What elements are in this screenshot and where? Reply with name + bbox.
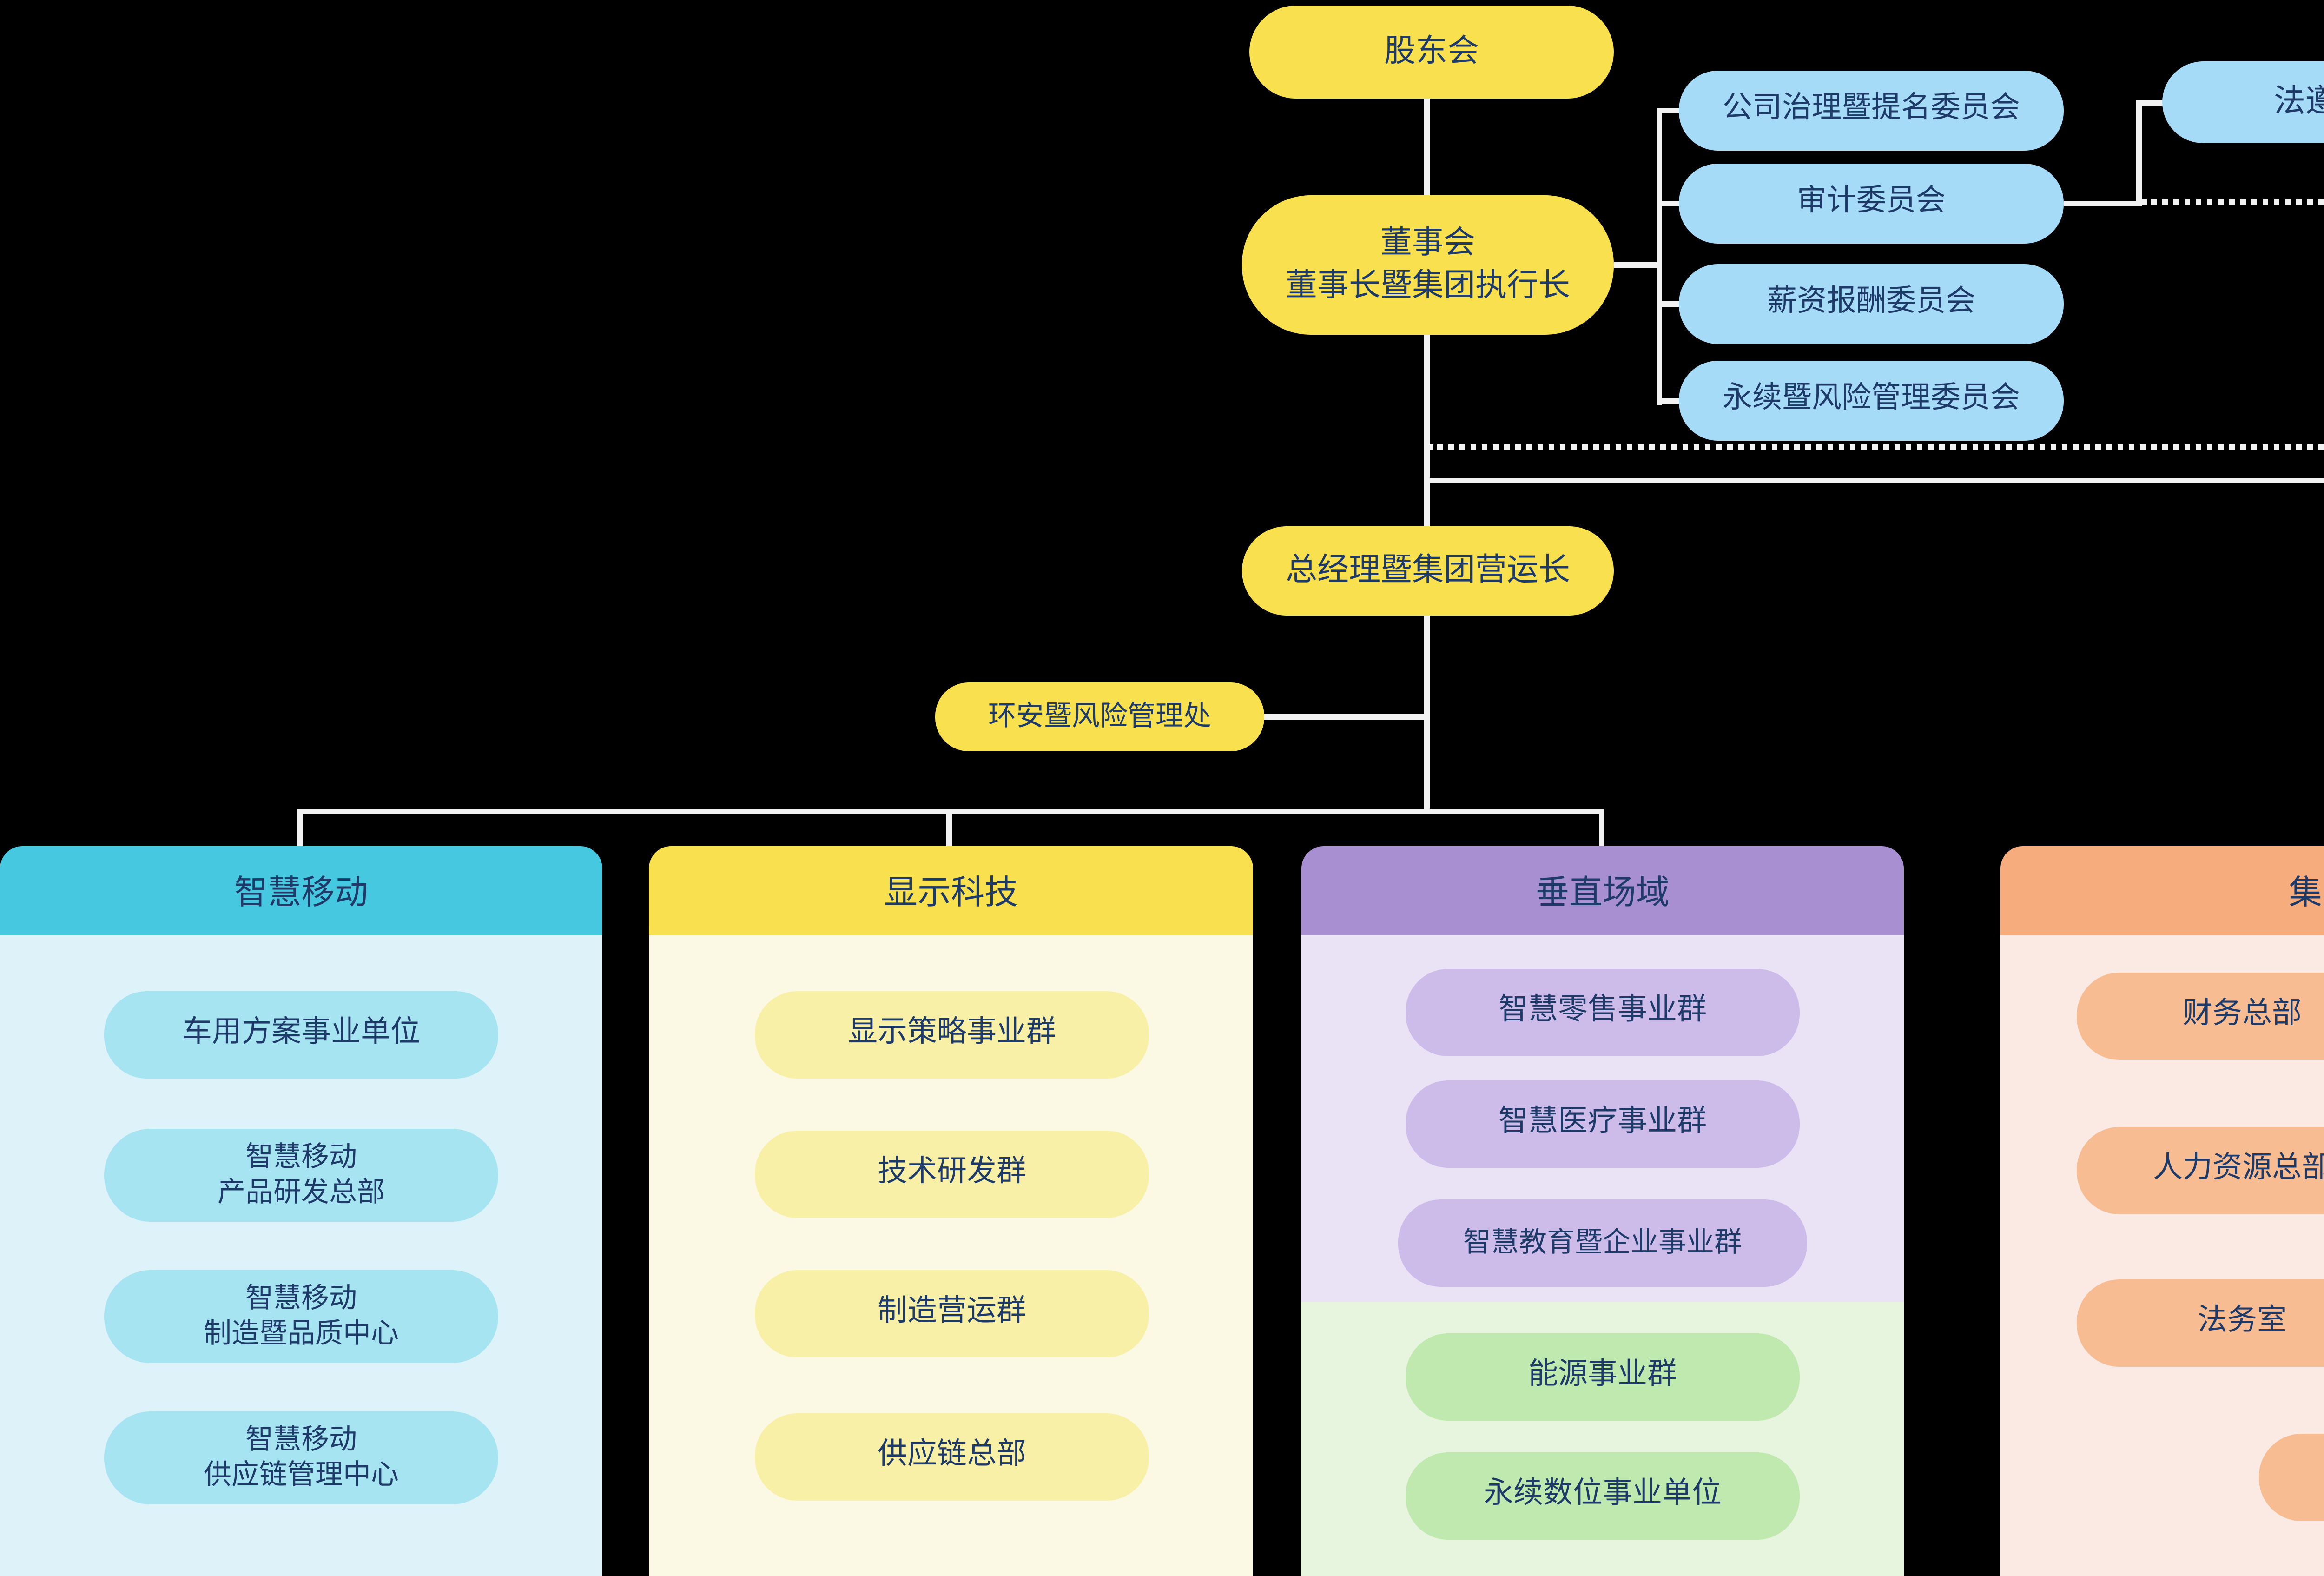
node-label: 智慧零售事业群	[1498, 995, 1707, 1027]
node-label: 股东会	[1384, 33, 1479, 69]
connector	[1657, 398, 1683, 404]
unit-sustainable-digital: 永续数位事业单位	[1406, 1452, 1800, 1540]
committee-sustainability-risk: 永续暨风险管理委员会	[1679, 361, 2064, 441]
node-shareholders: 股东会	[1249, 6, 1614, 99]
connector	[1614, 262, 1662, 268]
node-label: 技术研发群	[877, 1157, 1026, 1189]
node-label: 董事长暨集团执行长	[1286, 267, 1570, 302]
division-vertical-domains-header: 垂直场域	[1301, 846, 1904, 935]
node-label: 显示策略事业群	[847, 1017, 1056, 1049]
node-coo: 总经理暨集团营运长	[1242, 526, 1614, 616]
unit-manufacturing-operations: 制造营运群	[755, 1270, 1149, 1357]
unit-tech-rd: 技术研发群	[755, 1131, 1149, 1218]
unit-smart-retail: 智慧零售事业群	[1406, 969, 1800, 1056]
unit-mobility-product-rd: 智慧移动 产品研发总部	[104, 1129, 498, 1222]
connector	[1657, 108, 1662, 405]
dotted-connector	[2142, 199, 2324, 205]
node-board: 董事会 董事长暨集团执行长	[1242, 195, 1614, 335]
division-group-support-header: 集团营运支援单位	[2000, 846, 2324, 935]
unit-legal-office: 法务室	[2077, 1279, 2324, 1367]
unit-energy: 能源事业群	[1406, 1333, 1800, 1421]
node-label: 供应链管理中心	[203, 1460, 399, 1491]
node-label: 制造营运群	[877, 1296, 1026, 1328]
connector	[297, 809, 303, 846]
committee-audit: 审计委员会	[1679, 164, 2064, 244]
node-label: 智慧医疗事业群	[1498, 1106, 1707, 1139]
unit-smart-healthcare: 智慧医疗事业群	[1406, 1080, 1800, 1168]
committee-governance-nomination: 公司治理暨提名委员会	[1679, 71, 2064, 151]
connector	[1657, 108, 1683, 113]
node-label: 法务室	[2197, 1305, 2287, 1338]
node-label: 公司治理暨提名委员会	[1722, 93, 2020, 125]
connector	[2064, 201, 2142, 206]
unit-finance-hq: 财务总部	[2077, 973, 2324, 1060]
connector	[2136, 100, 2142, 206]
connector	[2136, 100, 2166, 106]
division-title: 垂直场域	[1536, 874, 1670, 911]
node-label: 审计委员会	[1796, 186, 1946, 218]
division-display-tech-header: 显示科技	[649, 846, 1253, 935]
unit-mobility-manufacturing-quality: 智慧移动 制造暨品质中心	[104, 1270, 498, 1363]
connector	[1424, 335, 1430, 526]
node-label: 能源事业群	[1528, 1359, 1677, 1391]
node-label: 智慧移动	[245, 1282, 357, 1314]
dotted-connector	[1428, 444, 2324, 450]
unit-display-strategy: 显示策略事业群	[755, 991, 1149, 1079]
node-label: 人力资源总部	[2152, 1153, 2324, 1185]
connector	[946, 809, 952, 846]
node-label: 产品研发总部	[217, 1177, 385, 1209]
node-compliance-advisor: 法遵总顾问	[2162, 61, 2324, 143]
node-label: 制造暨品质中心	[203, 1318, 399, 1350]
connector	[1424, 478, 2324, 483]
unit-smart-education-enterprise: 智慧教育暨企业事业群	[1398, 1199, 1807, 1287]
node-label: 董事会	[1380, 225, 1475, 261]
connector	[1264, 714, 1428, 720]
connector	[1657, 201, 1683, 206]
node-ehs-risk-office: 环安暨风险管理处	[935, 682, 1264, 751]
node-label: 永续暨风险管理委员会	[1722, 383, 2020, 415]
division-smart-mobility-header: 智慧移动	[0, 846, 602, 935]
node-label: 环安暨风险管理处	[988, 701, 1211, 732]
division-title: 智慧移动	[234, 874, 368, 911]
node-label: 法遵总顾问	[2274, 83, 2324, 119]
unit-audit-management: 稽核管理处	[2259, 1434, 2324, 1521]
node-label: 供应链总部	[877, 1439, 1026, 1471]
node-label: 智慧移动	[245, 1424, 357, 1455]
division-title: 集团营运支援单位	[2289, 874, 2324, 911]
unit-mobility-supply-chain: 智慧移动 供应链管理中心	[104, 1411, 498, 1504]
connector	[1599, 809, 1604, 846]
node-label: 财务总部	[2182, 999, 2302, 1031]
committee-compensation: 薪资报酬委员会	[1679, 264, 2064, 344]
connector	[1657, 301, 1683, 307]
node-label: 车用方案事业单位	[182, 1017, 420, 1049]
connector	[1424, 99, 1430, 195]
unit-vehicle-solutions: 车用方案事业单位	[104, 991, 498, 1079]
node-label: 智慧教育暨企业事业群	[1463, 1227, 1742, 1258]
unit-hr-hq: 人力资源总部	[2077, 1127, 2324, 1214]
unit-supply-chain-hq: 供应链总部	[755, 1413, 1149, 1501]
node-label: 薪资报酬委员会	[1767, 286, 1975, 318]
node-label: 永续数位事业单位	[1483, 1478, 1722, 1510]
division-title: 显示科技	[884, 874, 1018, 911]
node-label: 总经理暨集团营运长	[1286, 552, 1570, 588]
node-label: 智慧移动	[245, 1141, 357, 1172]
